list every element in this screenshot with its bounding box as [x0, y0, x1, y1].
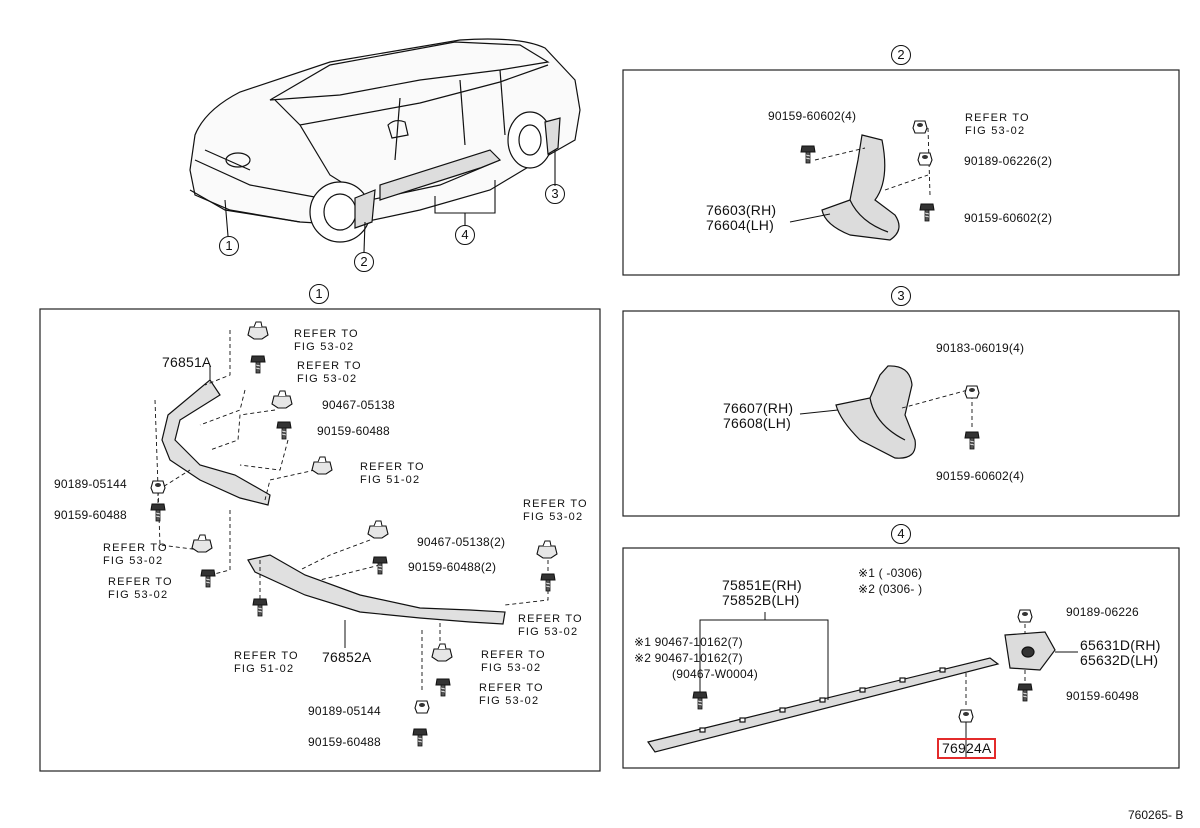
part-76851A[interactable]: 76851A	[162, 354, 212, 370]
fig-ref[interactable]: FIG 53-02	[518, 626, 579, 638]
panel-2-frame	[622, 69, 1180, 276]
fig-ref[interactable]: FIG 53-02	[108, 589, 169, 601]
part-90189-06226[interactable]: 90189-06226	[1066, 605, 1139, 619]
part-90159-60488[interactable]: 90159-60488	[317, 424, 390, 438]
part-90467-W0004[interactable]: (90467-W0004)	[672, 667, 758, 681]
part-65631D-rh[interactable]: 65631D(RH)	[1080, 637, 1161, 653]
fig-ref[interactable]: FIG 53-02	[294, 341, 355, 353]
refer-to-label: REFER TO	[479, 682, 544, 694]
fig-ref[interactable]: FIG 53-02	[523, 511, 584, 523]
refer-to-label: REFER TO	[518, 613, 583, 625]
refer-to-label: REFER TO	[103, 542, 168, 554]
panel-4-callout: 4	[891, 524, 911, 544]
callout-1-overview[interactable]: 1	[219, 236, 239, 256]
part-75852B-lh[interactable]: 75852B(LH)	[722, 592, 800, 608]
part-76603-rh[interactable]: 76603(RH)	[706, 202, 777, 218]
fig-ref[interactable]: FIG 53-02	[297, 373, 358, 385]
refer-to-label: REFER TO	[360, 461, 425, 473]
refer-to-label: REFER TO	[523, 498, 588, 510]
callout-3-overview[interactable]: 3	[545, 184, 565, 204]
part-90467-05138-2[interactable]: 90467-05138(2)	[417, 535, 506, 549]
part-65632D-lh[interactable]: 65632D(LH)	[1080, 652, 1159, 668]
panel-1-frame	[39, 308, 601, 772]
panel-2-callout: 2	[891, 45, 911, 65]
fig-ref[interactable]: FIG 53-02	[103, 555, 164, 567]
part-76608-lh[interactable]: 76608(LH)	[723, 415, 791, 431]
part-90467-10162-c2[interactable]: ※2 90467-10162(7)	[634, 651, 743, 665]
part-76924A-highlighted[interactable]: 76924A	[937, 738, 997, 759]
part-90183-06019-4[interactable]: 90183-06019(4)	[936, 341, 1025, 355]
fig-ref[interactable]: FIG 51-02	[234, 663, 295, 675]
mudguard-rear	[835, 365, 916, 459]
part-90189-05144[interactable]: 90189-05144	[54, 477, 127, 491]
fig-ref[interactable]: FIG 53-02	[481, 662, 542, 674]
mudguard-front	[821, 134, 900, 241]
fig-ref[interactable]: FIG 51-02	[360, 474, 421, 486]
refer-to-label: REFER TO	[965, 112, 1030, 124]
bracket-65631D	[1004, 631, 1056, 671]
note-1: ※1 ( -0306)	[858, 566, 923, 580]
part-90189-06226-2[interactable]: 90189-06226(2)	[964, 154, 1053, 168]
front-bumper-reinforcement-upper	[161, 379, 271, 506]
panel-3-callout: 3	[891, 286, 911, 306]
panel-3-frame	[622, 310, 1180, 517]
callout-4-overview[interactable]: 4	[455, 225, 475, 245]
part-90159-60488-2[interactable]: 90159-60488(2)	[408, 560, 497, 574]
refer-to-label: REFER TO	[481, 649, 546, 661]
part-90467-05138[interactable]: 90467-05138	[322, 398, 395, 412]
refer-to-label: REFER TO	[108, 576, 173, 588]
part-76604-lh[interactable]: 76604(LH)	[706, 217, 774, 233]
part-90159-60602-2[interactable]: 90159-60602(2)	[964, 211, 1053, 225]
figure-number: 760265- B	[1128, 808, 1184, 822]
part-90159-60488[interactable]: 90159-60488	[54, 508, 127, 522]
part-90159-60602-4[interactable]: 90159-60602(4)	[768, 109, 857, 123]
front-bumper-reinforcement-lower	[247, 554, 506, 625]
car-illustration	[189, 38, 581, 243]
panel-1-callout: 1	[309, 284, 329, 304]
part-90159-60488[interactable]: 90159-60488	[308, 735, 381, 749]
part-76852A[interactable]: 76852A	[322, 649, 372, 665]
refer-to-label: REFER TO	[294, 328, 359, 340]
fig-ref[interactable]: FIG 53-02	[965, 125, 1026, 137]
panel-4-frame	[622, 547, 1180, 769]
refer-to-label: REFER TO	[234, 650, 299, 662]
part-75851E-rh[interactable]: 75851E(RH)	[722, 577, 802, 593]
callout-2-overview[interactable]: 2	[354, 252, 374, 272]
part-76607-rh[interactable]: 76607(RH)	[723, 400, 794, 416]
part-90189-05144[interactable]: 90189-05144	[308, 704, 381, 718]
side-rocker-molding	[647, 657, 1000, 753]
part-90159-60498[interactable]: 90159-60498	[1066, 689, 1139, 703]
refer-to-label: REFER TO	[297, 360, 362, 372]
note-2: ※2 (0306- )	[858, 582, 923, 596]
fig-ref[interactable]: FIG 53-02	[479, 695, 540, 707]
part-90159-60602-4[interactable]: 90159-60602(4)	[936, 469, 1025, 483]
part-90467-10162-c1[interactable]: ※1 90467-10162(7)	[634, 635, 743, 649]
